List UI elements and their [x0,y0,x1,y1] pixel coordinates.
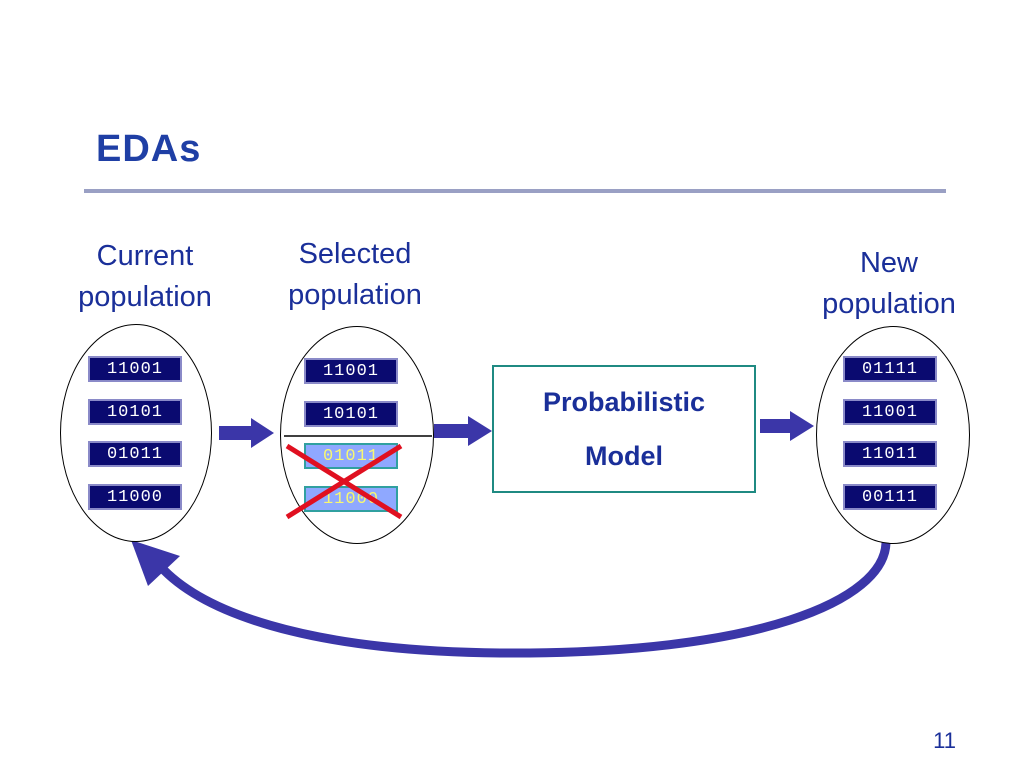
current-chip-2: 10101 [88,399,182,425]
feedback-loop-arrow [155,538,891,658]
current-chip-1: 11001 [88,356,182,382]
flow-arrow-3 [760,411,814,441]
selected-population-label-line2: population [288,279,422,311]
probabilistic-model-box: Probabilistic Model [492,365,756,493]
new-chip-1: 01111 [843,356,937,382]
page-number: 11 [933,728,956,753]
flow-arrow-1 [219,418,274,448]
flow-arrow-2 [434,416,492,446]
reject-cross-icon [285,443,403,520]
new-chip-2: 11001 [843,399,937,425]
title-divider [84,189,946,193]
current-population-label-line1: Current [96,240,194,272]
feedback-loop-arrowhead [131,540,180,586]
model-text-line1: Probabilistic [542,387,706,417]
current-population-label-line2: population [78,281,212,313]
selected-population-label-line1: Selected [298,238,412,270]
selected-population-label: Selected population [268,234,442,316]
model-text-line2: Model [585,441,663,471]
new-chip-4: 00111 [843,484,937,510]
new-population-label-line1: New [859,247,918,279]
current-chip-4: 11000 [88,484,182,510]
new-population-label-line2: population [822,288,956,320]
current-population-label: Current population [58,236,232,318]
current-chip-3: 01011 [88,441,182,467]
selected-chip-1: 11001 [304,358,398,384]
new-chip-3: 11011 [843,441,937,467]
new-population-label: New population [802,243,976,325]
selected-chip-2: 10101 [304,401,398,427]
slide-title: EDAs [96,128,202,170]
